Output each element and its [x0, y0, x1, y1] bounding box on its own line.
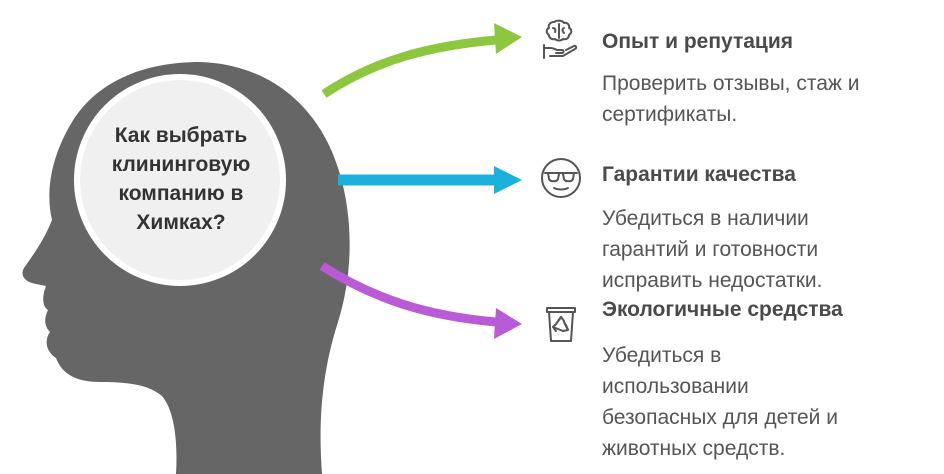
center-title-line: клининговую: [111, 153, 251, 176]
item-desc-line: использовании: [602, 375, 749, 398]
arrow-top: [321, 35, 497, 98]
center-title: Как выбрать клининговую компанию в Химка…: [86, 121, 276, 237]
center-title-line: компанию в: [118, 182, 244, 205]
item-desc-experience: Проверить отзывы, стаж и сертификаты.: [602, 68, 932, 130]
arrow-bottom: [319, 262, 497, 327]
recycle-bin-icon: [546, 307, 576, 342]
head-circle: [74, 74, 286, 286]
item-title-experience: Опыт и репутация: [602, 30, 793, 53]
center-title-line: Химках?: [136, 211, 226, 234]
item-desc-line: Проверить отзывы, стаж и: [602, 72, 860, 95]
item-desc-line: гарантий и готовности: [602, 238, 819, 261]
item-desc-line: сертификаты.: [602, 103, 738, 126]
arrow-top-head: [494, 23, 522, 54]
sunglasses-face-icon: [541, 158, 581, 198]
item-desc-quality: Убедиться в наличии гарантий и готовност…: [602, 203, 932, 296]
item-desc-line: Убедиться в: [602, 344, 722, 367]
item-title-quality: Гарантии качества: [602, 163, 796, 186]
item-title-eco: Экологичные средства: [602, 298, 843, 321]
item-desc-line: безопасных для детей и: [602, 406, 838, 429]
brain-hand-icon: [543, 19, 578, 59]
item-desc-line: Убедиться в наличии: [602, 207, 809, 230]
center-title-line: Как выбрать: [114, 124, 248, 147]
arrow-middle-head: [494, 166, 522, 194]
item-desc-line: исправить недостатки.: [602, 269, 823, 292]
arrow-bottom-head: [494, 308, 522, 339]
item-desc-line: животных средств.: [602, 437, 786, 460]
item-desc-eco: Убедиться в использовании безопасных для…: [602, 340, 932, 464]
